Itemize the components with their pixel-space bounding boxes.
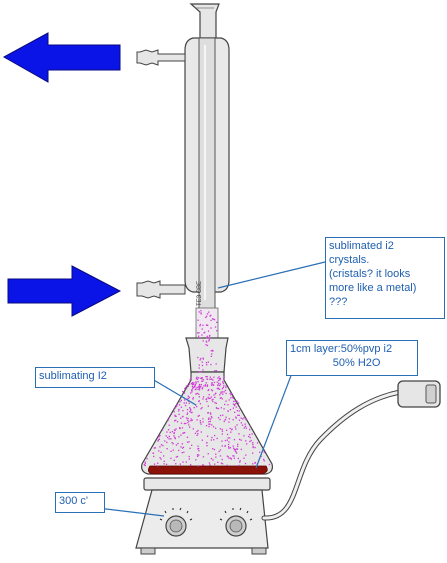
callout-liquid-layer: 1cm layer:50%pvp i2 50% H2O [286,340,418,376]
callout-sublimated-crystals: sublimated i2 crystals. (cristals? it lo… [325,237,445,319]
callout-line-sublimating [146,375,197,406]
outlet-hose-barb [136,49,186,66]
inlet-hose-barb [136,280,186,299]
knob-icon [219,507,253,537]
water-inlet-arrow-icon [7,265,122,317]
callout-line-temp [97,507,165,517]
condenser-top-joint [189,3,220,39]
flask-neck-joint [185,337,229,373]
knob-icon [159,507,193,537]
callout-line-layer [255,372,293,469]
power-cord [261,389,403,521]
hotplate-foot-left [140,547,156,555]
callout-sublimating: sublimating I2 [35,367,155,388]
hotplate-foot-right [251,547,267,555]
callout-temperature: 300 c' [55,492,105,513]
condenser-inner-tube [198,37,216,317]
hotplate-top-plate [143,477,271,491]
iodine-vapor-particles [143,310,271,467]
callout-line-crystals [217,261,326,289]
erlenmeyer-flask [141,371,273,475]
hotplate-body [135,489,269,549]
liquid-layer [148,465,268,475]
water-outlet-arrow-icon [2,32,121,83]
condenser-markings: ТЕЗ СВЕ [197,281,203,306]
